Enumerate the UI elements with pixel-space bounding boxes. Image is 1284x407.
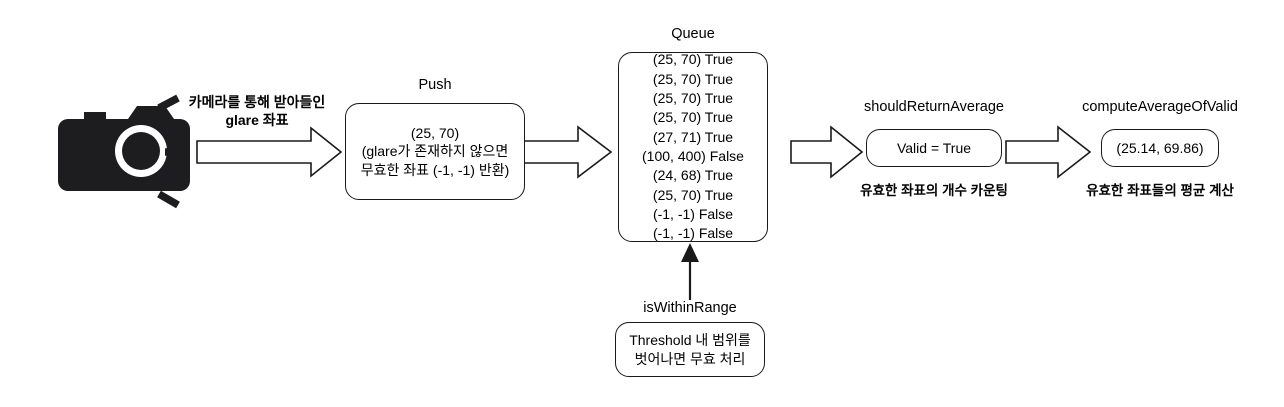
- queue-entry: (25, 70) True: [652, 90, 734, 107]
- should-return-average-box[interactable]: Valid = True: [866, 129, 1002, 167]
- queue-entry: (24, 68) True: [652, 167, 734, 184]
- push-line-3: 무효한 좌표 (-1, -1) 반환): [360, 161, 510, 178]
- push-line-1: (25, 70): [410, 125, 460, 142]
- should-return-average-caption: 유효한 좌표의 개수 카운팅: [860, 183, 1008, 198]
- arrow-label-line-1: 카메라를 통해 받아들인: [188, 94, 326, 110]
- push-box[interactable]: (25, 70) (glare가 존재하지 않으면 무효한 좌표 (-1, -1…: [345, 103, 525, 200]
- queue-entry: (25, 70) True: [652, 186, 734, 203]
- should-return-average-value: Valid = True: [896, 139, 972, 156]
- queue-entry: (-1, -1) False: [652, 205, 734, 222]
- push-line-2: (glare가 존재하지 않으면: [361, 143, 509, 160]
- queue-box[interactable]: (25, 70) True (25, 70) True (25, 70) Tru…: [618, 51, 768, 242]
- queue-entry: (-1, -1) False: [652, 225, 734, 242]
- is-within-range-line-2: 벗어나면 무효 처리: [634, 350, 746, 367]
- compute-average-of-valid-title: computeAverageOfValid: [1082, 99, 1238, 115]
- queue-entry: (100, 400) False: [642, 148, 744, 164]
- is-within-range-line-1: Threshold 내 범위를: [629, 332, 751, 349]
- queue-title: Queue: [671, 26, 715, 42]
- arrow-should-to-compute: [1005, 125, 1092, 179]
- is-within-range-box[interactable]: Threshold 내 범위를 벗어나면 무효 처리: [615, 322, 765, 377]
- arrow-is-within-range-to-queue: [681, 243, 699, 300]
- queue-entry: (25, 70) True: [652, 70, 734, 87]
- should-return-average-title: shouldReturnAverage: [864, 99, 1004, 115]
- push-title: Push: [418, 77, 452, 93]
- arrow-label-line-2: glare 좌표: [225, 111, 289, 128]
- queue-entry: (25, 70) True: [652, 51, 734, 68]
- compute-average-of-valid-box[interactable]: (25.14, 69.86): [1101, 129, 1219, 167]
- compute-average-of-valid-caption: 유효한 좌표들의 평균 계산: [1086, 183, 1234, 198]
- compute-average-of-valid-value: (25.14, 69.86): [1116, 139, 1204, 156]
- is-within-range-title: isWithinRange: [643, 300, 737, 316]
- arrow-push-to-queue: [520, 125, 613, 179]
- queue-entry: (25, 70) True: [652, 109, 734, 126]
- arrow-camera-to-push: [196, 126, 343, 178]
- queue-entry: (27, 71) True: [652, 128, 734, 145]
- arrow-queue-to-should-return-average: [790, 125, 864, 179]
- camera-with-flash-icon: [58, 94, 190, 209]
- arrow-label-camera-to-push: 카메라를 통해 받아들인 glare 좌표: [182, 94, 332, 130]
